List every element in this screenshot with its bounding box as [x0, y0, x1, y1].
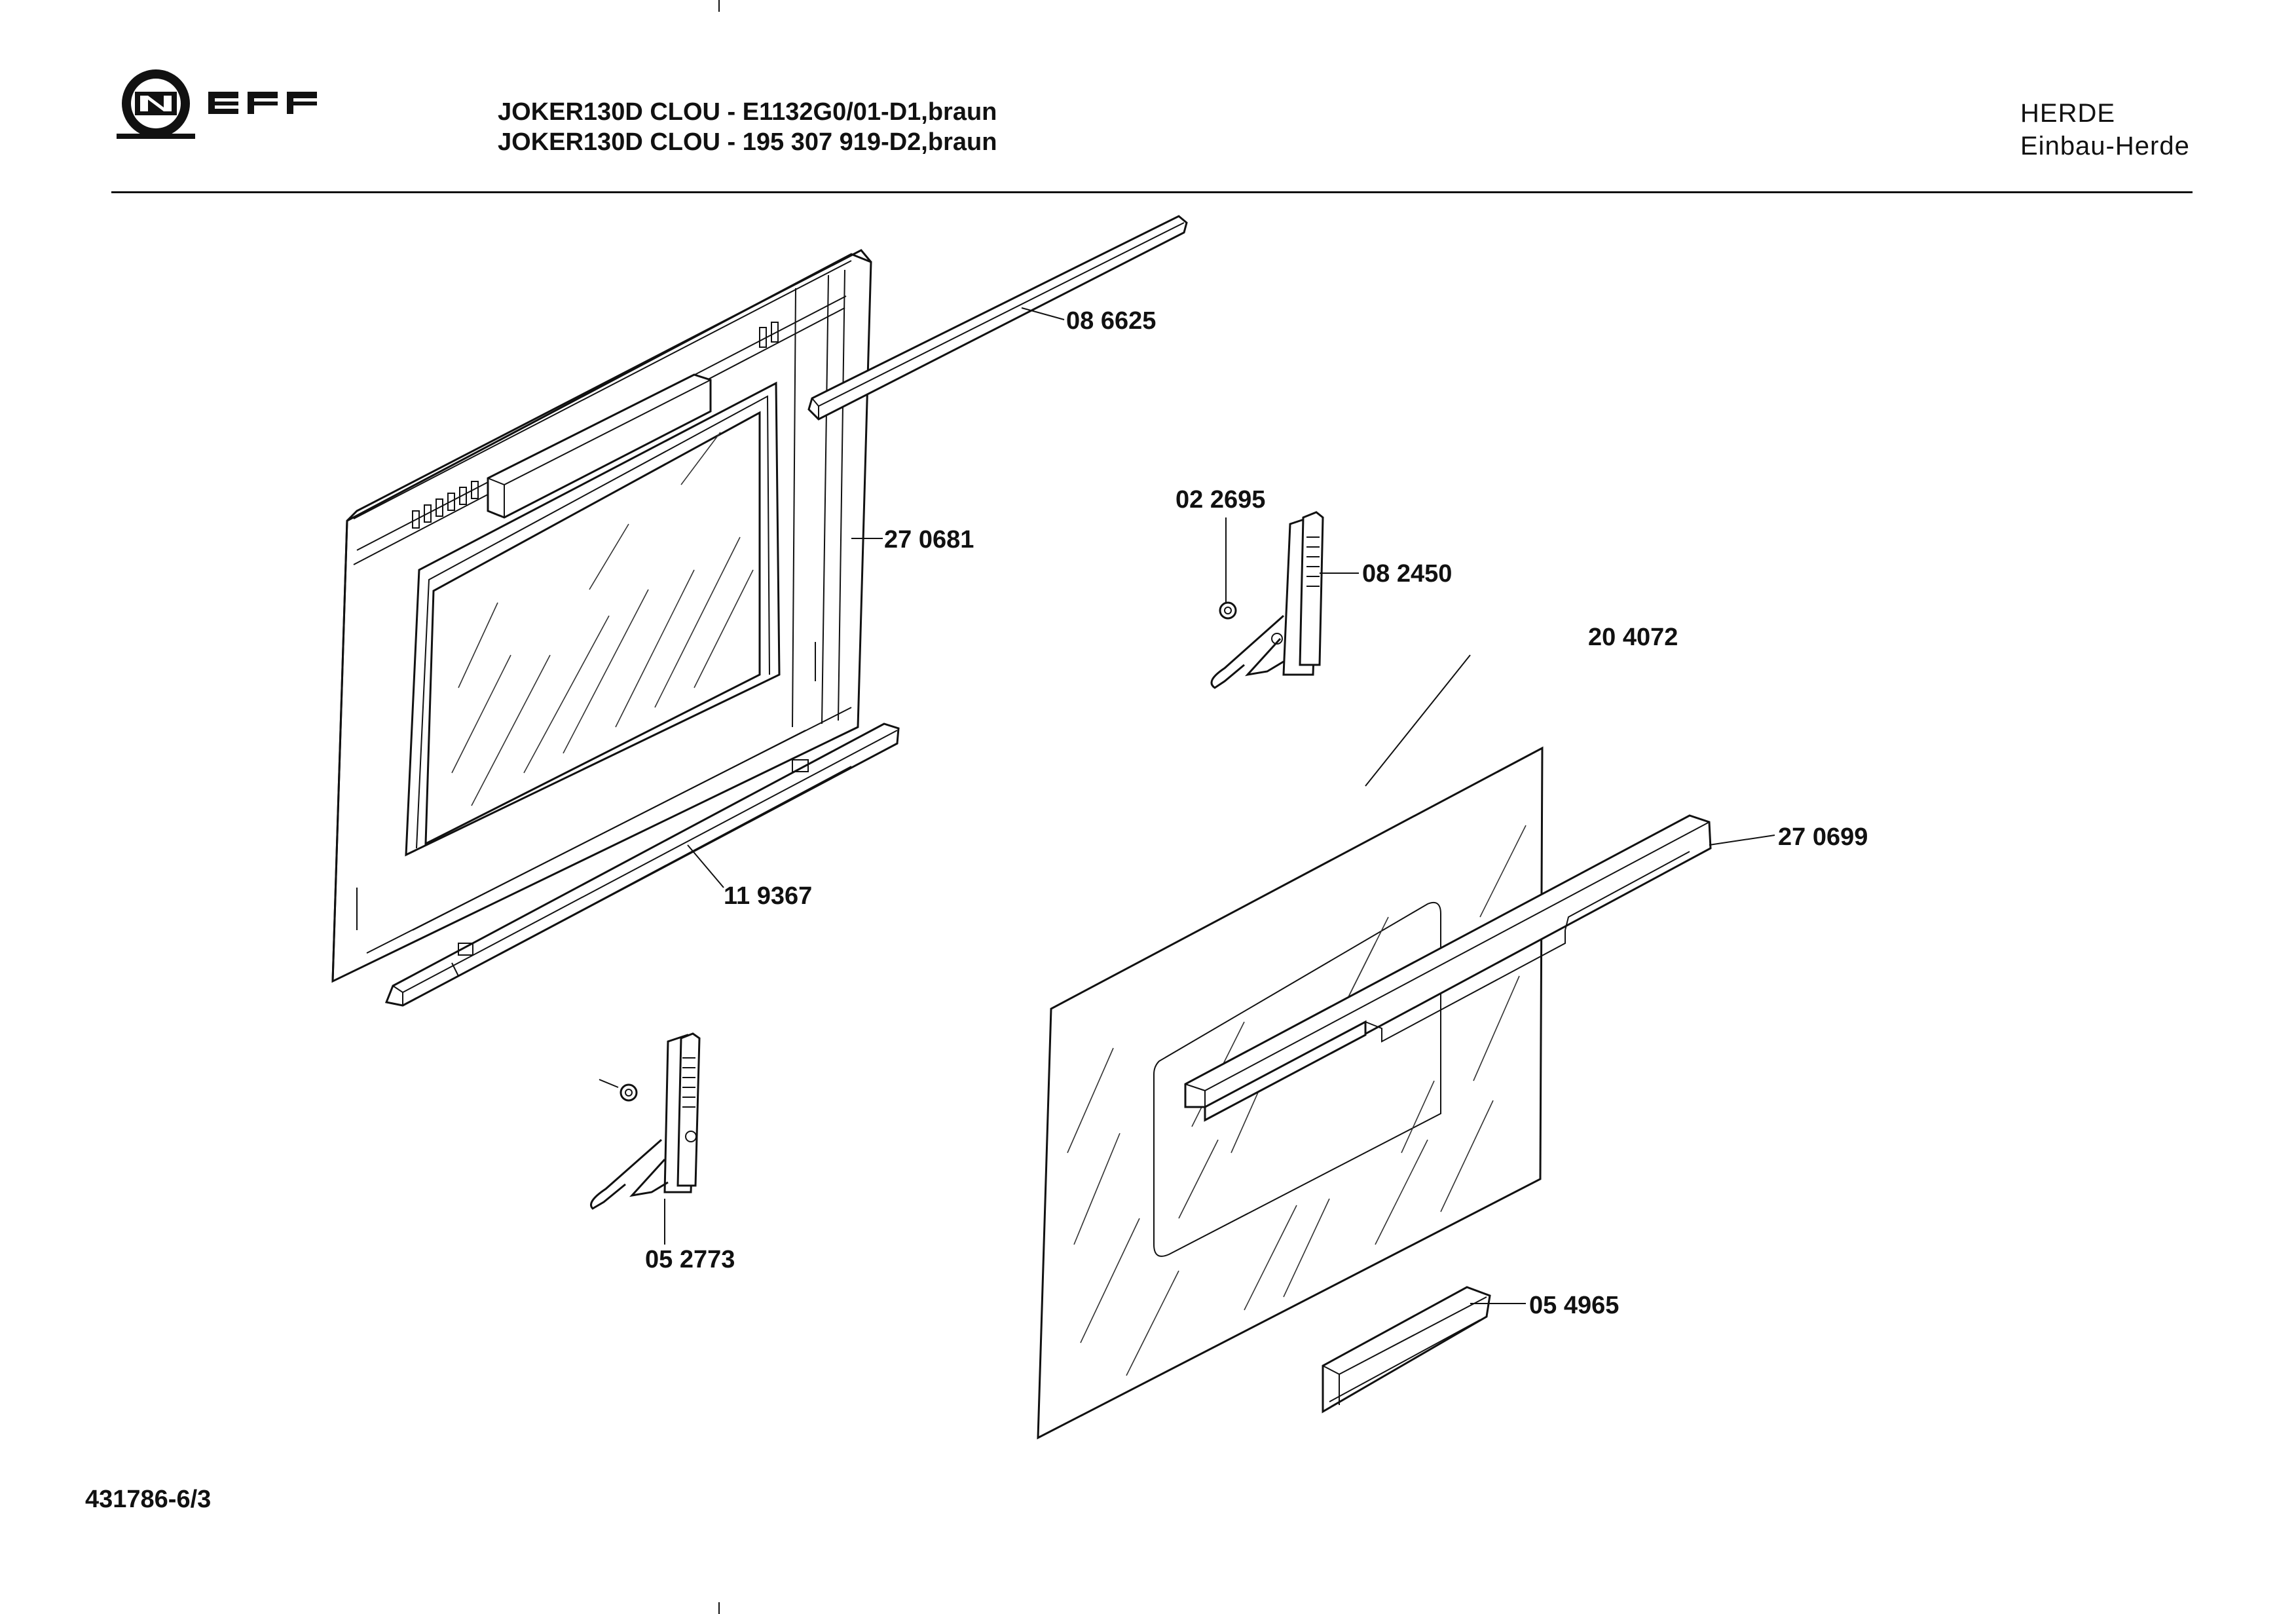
glass-hatching-inner: [451, 432, 754, 806]
hinge-upper: [1210, 511, 1324, 689]
category-subtitle: Einbau-Herde: [2020, 132, 2190, 160]
part-label-08-2450: 08 2450: [1362, 560, 1452, 588]
lower-rail: [384, 723, 900, 1007]
part-label-27-0681: 27 0681: [884, 526, 974, 554]
outer-glass-panel: [1037, 746, 1544, 1440]
handle-end-cap: [1322, 1286, 1491, 1414]
part-label-05-4965: 05 4965: [1529, 1292, 1619, 1319]
leader-lines: [664, 307, 1775, 1304]
part-label-08-6625: 08 6625: [1066, 307, 1156, 335]
top-seal-strip: [807, 215, 1188, 421]
model-line-1: JOKER130D CLOU - E1132G0/01-D1,braun: [498, 98, 997, 126]
header-rule: [111, 191, 2193, 193]
category-title: HERDE: [2020, 99, 2116, 128]
neff-logo-graphic: [117, 69, 317, 139]
part-label-20-4072: 20 4072: [1588, 624, 1678, 651]
part-label-02-2695: 02 2695: [1176, 486, 1265, 514]
part-label-27-0699: 27 0699: [1778, 823, 1868, 851]
door-handle-bar: [1184, 814, 1712, 1122]
inner-door-frame: [331, 249, 872, 983]
model-line-2: JOKER130D CLOU - 195 307 919-D2,braun: [498, 128, 997, 156]
vent-slots: [412, 322, 779, 529]
hinge-lower: [590, 1032, 701, 1210]
part-label-05-2773: 05 2773: [645, 1246, 735, 1273]
neff-logo: [117, 66, 359, 144]
document-number: 431786-6/3: [85, 1486, 212, 1513]
part-label-11-9367: 11 9367: [724, 882, 812, 910]
